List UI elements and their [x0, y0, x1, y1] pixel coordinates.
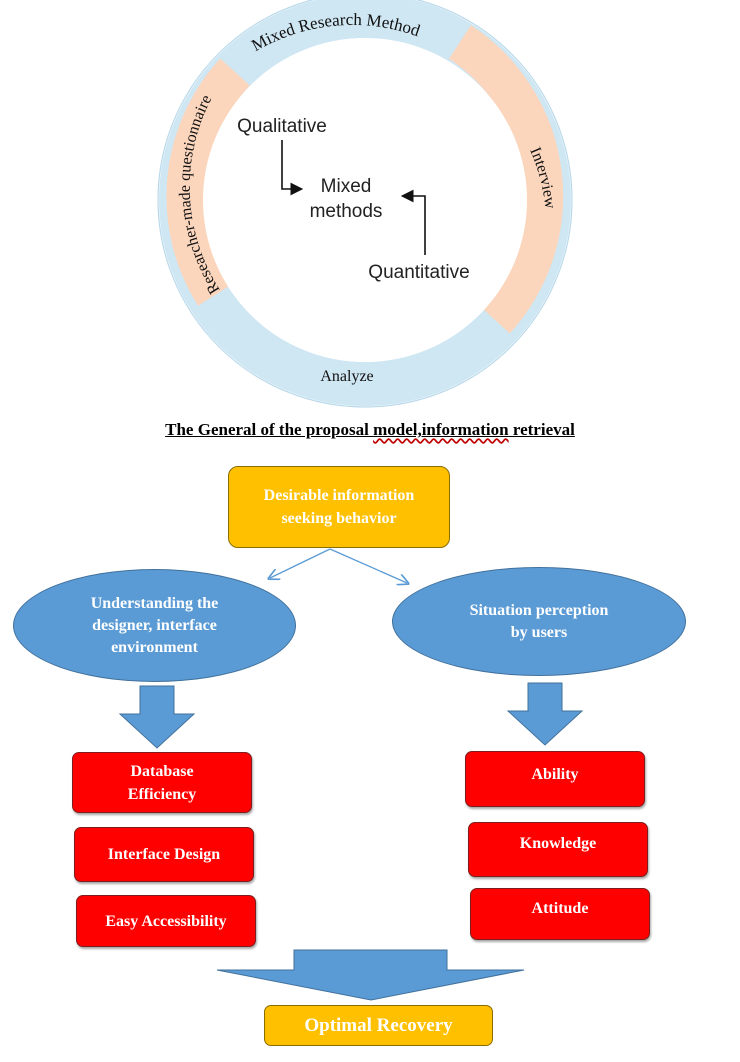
ring-segment-left	[166, 58, 250, 306]
label-methods: methods	[310, 201, 383, 222]
ring-outline	[157, 0, 573, 408]
bottom-box-optimal-recovery: Optimal Recovery	[264, 1005, 493, 1046]
item-attitude: Attitude	[470, 888, 650, 940]
item-knowledge: Knowledge	[468, 822, 648, 877]
connector-left	[270, 548, 331, 578]
label-mixed: Mixed	[321, 176, 372, 197]
item-interface-design: Interface Design	[74, 827, 254, 882]
diagram-caption: The General of the proposal model,inform…	[165, 420, 575, 439]
item-database-efficiency: Database Efficiency	[72, 752, 252, 813]
item-ability: Ability	[465, 751, 645, 807]
arrow-qualitative-to-mixed	[281, 140, 304, 196]
down-arrow-bottom	[216, 949, 525, 1001]
ring-segment-right	[448, 25, 564, 334]
label-qualitative: Qualitative	[237, 116, 327, 137]
arrow-quantitative-to-mixed	[400, 189, 426, 255]
mixed-method-ring-diagram: Mixed Research Method Researcher-made qu…	[157, 0, 573, 408]
label-quantitative: Quantitative	[368, 262, 469, 283]
arc-label-bottom: Analyze	[320, 368, 373, 385]
down-arrow-left	[118, 685, 196, 749]
item-easy-accessibility: Easy Accessibility	[76, 895, 256, 947]
connector-right	[329, 548, 407, 583]
down-arrow-right	[506, 682, 584, 746]
